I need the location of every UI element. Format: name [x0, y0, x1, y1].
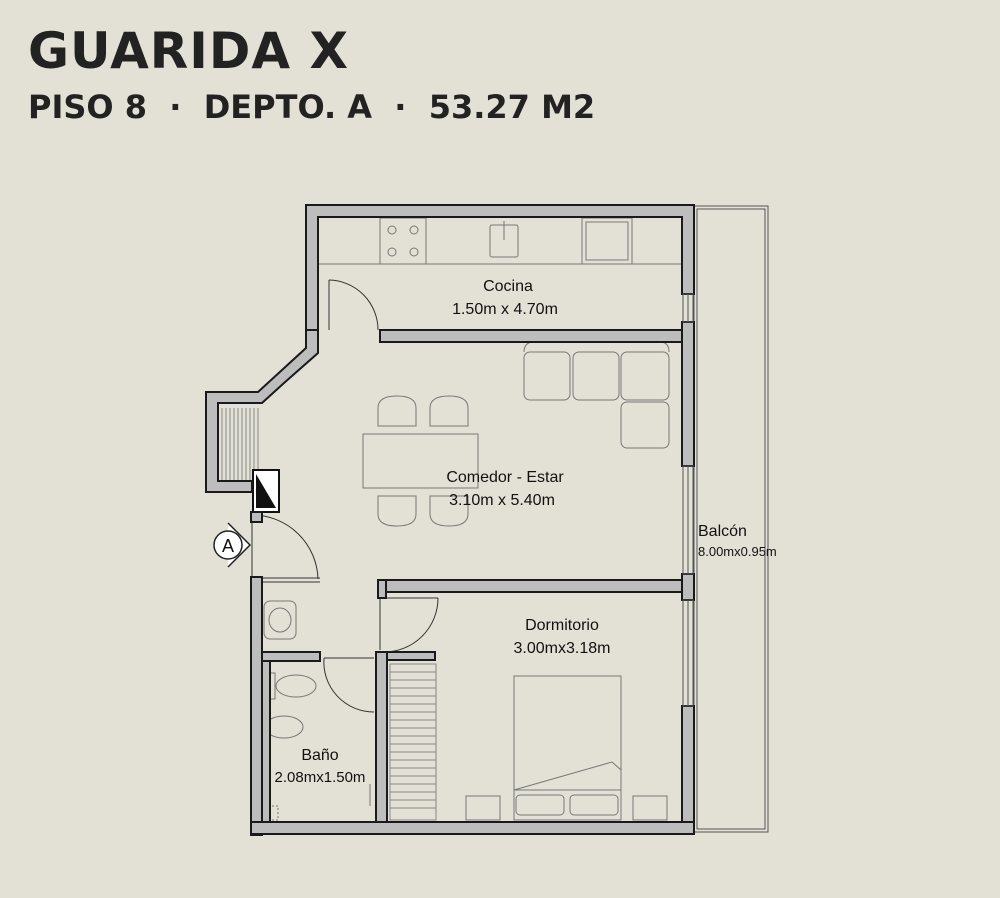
room-size-cocina: 1.50m x 4.70m [452, 301, 558, 318]
room-size-dormitorio: 3.00mx3.18m [514, 640, 611, 657]
duct-box [252, 469, 280, 513]
room-name-balcon: Balcón [698, 523, 747, 540]
room-size-balcon: 8.00mx0.95m [698, 544, 777, 559]
room-name-cocina: Cocina [483, 278, 533, 295]
entry-marker: A [213, 522, 252, 568]
bed [465, 675, 668, 821]
dining-table [362, 395, 479, 527]
sofa [523, 341, 670, 449]
kitchen-furniture [319, 217, 681, 265]
project-title: GUARIDA X [28, 22, 350, 80]
room-name-bano: Baño [301, 747, 338, 764]
room-size-comedor: 3.10m x 5.40m [449, 492, 555, 509]
closet [389, 663, 437, 821]
entry-marker-label: A [222, 536, 234, 556]
room-name-comedor: Comedor - Estar [446, 469, 564, 486]
balcony [693, 205, 769, 833]
room-name-dormitorio: Dormitorio [525, 617, 599, 634]
unit-subtitle: PISO 8 · DEPTO. A · 53.27 M2 [28, 88, 596, 126]
bathroom-fixtures [263, 600, 371, 821]
doors [251, 279, 439, 713]
walls [205, 204, 695, 836]
room-size-bano: 2.08mx1.50m [275, 769, 366, 786]
windows [682, 293, 694, 707]
